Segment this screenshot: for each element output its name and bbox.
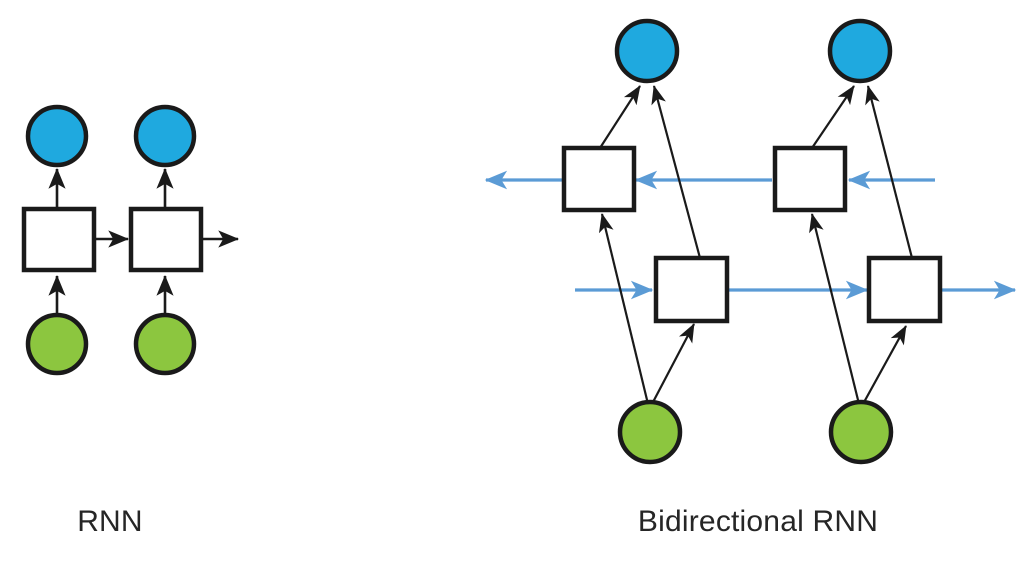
- edge-input1-to-backward-hidden1: [598, 213, 650, 405]
- hidden-cell-rnn-t1: [21, 206, 97, 273]
- edge-input1-to-forward-hidden1: [651, 323, 695, 405]
- forward-hidden-cell-t1: [653, 255, 730, 324]
- hidden-cell-rnn-t2: [128, 206, 204, 273]
- output-node-rnn-t2: [133, 104, 197, 168]
- input-node-rnn-t1: [25, 312, 89, 376]
- panel-bidirectional-rnn: [484, 18, 1017, 465]
- edge-input2-to-backward-hidden2: [809, 213, 861, 405]
- edge-backward-hidden1-to-output1: [599, 85, 641, 149]
- panel-rnn: [21, 104, 240, 376]
- output-node-birnn-t1: [614, 18, 680, 84]
- input-node-rnn-t2: [133, 312, 197, 376]
- panel-label-bidirectional-rnn: Bidirectional RNN: [637, 505, 879, 538]
- edge-forward-hidden1-to-output1: [651, 85, 702, 259]
- input-node-birnn-t2: [828, 399, 894, 465]
- output-node-rnn-t1: [25, 104, 89, 168]
- input-node-birnn-t1: [617, 399, 683, 465]
- backward-hidden-cell-t1: [561, 145, 637, 213]
- edge-backward-hidden2-to-output2: [811, 85, 855, 149]
- panel-label-rnn: RNN: [77, 505, 143, 538]
- output-node-birnn-t2: [827, 18, 893, 84]
- forward-hidden-cell-t2: [866, 255, 943, 324]
- edge-input2-to-forward-hidden2: [862, 325, 907, 405]
- edge-forward-hidden2-to-output2: [865, 85, 914, 259]
- backward-hidden-cell-t2: [772, 145, 848, 213]
